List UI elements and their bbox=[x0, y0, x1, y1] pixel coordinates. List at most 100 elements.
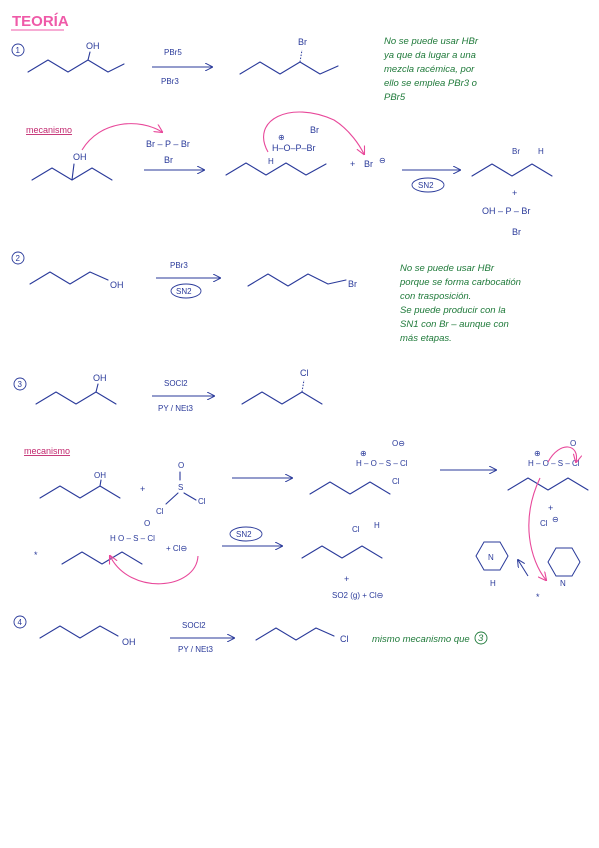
reactant-skeleton bbox=[35, 391, 117, 405]
section-3: 3 OH SOCl2 PY / NEt3 Cl mecanismo OH + O… bbox=[13, 368, 589, 602]
note-line-4: ello se emplea PBr3 o bbox=[384, 78, 477, 89]
mech-prod-h: H bbox=[374, 521, 380, 530]
mech-arrow-pyridine bbox=[518, 560, 529, 577]
section-4: 4 OH SOCl2 PY / NEt3 Cl mismo mecanismo … bbox=[13, 615, 488, 654]
mech-alcohol-skeleton bbox=[39, 485, 121, 499]
br-hashed-bond bbox=[299, 49, 303, 63]
mech-lower-int: H O – S – Cl bbox=[110, 534, 155, 543]
mech-plus-2: + bbox=[344, 574, 349, 584]
mech-pbr3-bottom: Br bbox=[164, 155, 173, 165]
mech-lower-plus-cl: + Cl⊖ bbox=[166, 544, 187, 553]
note-line-1: No se puede usar HBr bbox=[400, 263, 495, 274]
mech-product-skeleton bbox=[471, 163, 553, 177]
product-cl-label: Cl bbox=[340, 634, 349, 644]
mech-pbr3-top: Br – P – Br bbox=[146, 139, 190, 149]
reactant-skeleton bbox=[29, 271, 109, 285]
sn2-circle bbox=[229, 526, 263, 542]
reactant-oh-label: OH bbox=[122, 637, 136, 647]
oh-bond bbox=[87, 51, 91, 61]
mech-int1-skeleton bbox=[309, 481, 391, 495]
reactant-oh-label: OH bbox=[110, 280, 124, 290]
mech-prod-br: Br bbox=[512, 147, 520, 156]
note-line-4: Se puede producir con la bbox=[400, 305, 506, 316]
note-line-1: No se puede usar HBr bbox=[384, 36, 479, 47]
note-line-3: mezcla racémica, por bbox=[384, 64, 475, 75]
mech-cl-right: Cl bbox=[198, 497, 206, 506]
section-number: 1 bbox=[16, 46, 21, 55]
mech-int2-top: O bbox=[570, 439, 576, 448]
reactant-oh-label: OH bbox=[93, 373, 107, 383]
mech-plus-2: + bbox=[512, 188, 517, 198]
sn2-circle bbox=[411, 177, 445, 193]
mech-int-br: Br bbox=[310, 125, 319, 135]
product-skeleton bbox=[239, 61, 339, 75]
mech-step-label: SN2 bbox=[236, 530, 252, 539]
mech-lower-o: O bbox=[144, 519, 150, 528]
mech-plus: + bbox=[140, 484, 145, 494]
reagent-bottom: SN2 bbox=[176, 287, 192, 296]
product-cl-label: Cl bbox=[300, 368, 309, 378]
note-text: mismo mecanismo que bbox=[372, 634, 470, 645]
mech-chloride: Cl bbox=[540, 519, 548, 528]
reagent-top: PBr5 bbox=[164, 48, 182, 57]
mech-socl2-s: S bbox=[178, 483, 183, 492]
note-ref: 3 bbox=[478, 633, 484, 644]
mech-int1-cl: Cl bbox=[392, 477, 400, 486]
mech-plus-r: + bbox=[548, 503, 553, 513]
mech-oh-label: OH bbox=[73, 152, 87, 162]
mech-sn2-arrow bbox=[110, 556, 199, 585]
mech-int2-charge: ⊕ bbox=[534, 449, 541, 458]
mech-product-skeleton bbox=[301, 545, 383, 559]
mech-byproduct-br: Br bbox=[512, 227, 521, 237]
mech-oh-bond bbox=[99, 479, 102, 487]
reagent-bottom: PY / NEt3 bbox=[178, 645, 214, 654]
pyridine-bullet: * bbox=[536, 592, 540, 602]
pyridine-ring bbox=[547, 547, 581, 577]
reagent-top: SOCl2 bbox=[164, 379, 188, 388]
product-br-label: Br bbox=[348, 279, 357, 289]
page-title: TEORÍA bbox=[12, 13, 69, 30]
product-br-label: Br bbox=[298, 37, 307, 47]
mech-int1: H – O – S – Cl bbox=[356, 459, 408, 468]
mech-int-h: H bbox=[268, 157, 274, 166]
note-line-2: porque se forma carbocatión bbox=[399, 277, 521, 288]
mech-attack-arrow bbox=[81, 123, 162, 151]
section-number-circle bbox=[11, 251, 25, 265]
reagent-top: SOCl2 bbox=[182, 621, 206, 630]
mech-prod-cl: Cl bbox=[352, 525, 360, 534]
mech-byproduct: OH – P – Br bbox=[482, 206, 530, 216]
section-number-circle bbox=[13, 615, 27, 629]
note-line-5: PBr5 bbox=[384, 92, 406, 103]
mech-byproducts: SO2 (g) + Cl⊖ bbox=[332, 591, 383, 600]
pyridine-n: N bbox=[560, 579, 566, 588]
reactant-skeleton bbox=[27, 59, 125, 73]
mech-step-label: SN2 bbox=[418, 181, 434, 190]
product-skeleton bbox=[247, 273, 347, 287]
mech-int1-top: O⊖ bbox=[392, 439, 405, 448]
note-line-3: con trasposición. bbox=[400, 291, 471, 302]
mech-int2: H – O – S – Cl bbox=[528, 459, 580, 468]
note-ref-circle bbox=[474, 631, 488, 645]
mech-chloride-charge: ⊖ bbox=[552, 515, 559, 524]
oh-bond bbox=[95, 383, 99, 393]
reactant-skeleton bbox=[39, 625, 119, 639]
mech-intermediate-skeleton bbox=[225, 162, 327, 176]
sn2-circle bbox=[170, 283, 202, 299]
mech-prod-h: H bbox=[538, 147, 544, 156]
mech-socl2-o: O bbox=[178, 461, 184, 470]
mech-int1-charge: ⊕ bbox=[360, 449, 367, 458]
mech-scl-bond-1 bbox=[165, 492, 179, 505]
section-2: 2 OH PBr3 SN2 Br No se puede usar HBr po… bbox=[11, 251, 521, 344]
reactant-oh-label: OH bbox=[86, 41, 100, 51]
mech-lower-skeleton bbox=[61, 551, 143, 565]
lower-row-bullet: * bbox=[34, 550, 38, 560]
note-line-2: ya que da lugar a una bbox=[383, 50, 476, 61]
reagent-top: PBr3 bbox=[170, 261, 188, 270]
mechanism-heading: mecanismo bbox=[26, 125, 72, 135]
section-number-circle bbox=[13, 377, 27, 391]
mech-int2-arrow bbox=[547, 446, 577, 462]
pyridinium-n: N bbox=[488, 553, 494, 562]
mech-plus: + bbox=[350, 159, 355, 169]
section-1: 1 OH PBr5 PBr3 Br No se puede usar HBr y… bbox=[11, 36, 553, 237]
product-skeleton bbox=[241, 391, 323, 405]
